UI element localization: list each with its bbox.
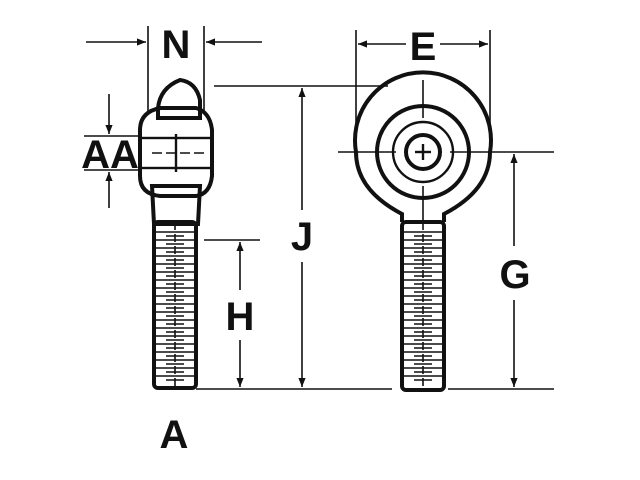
label-n: N xyxy=(162,23,191,67)
dimension-h: H xyxy=(196,239,392,390)
front-threaded-shank xyxy=(400,220,446,392)
side-housing-top xyxy=(156,77,202,120)
dimension-j: J xyxy=(214,85,388,387)
dimension-g: G xyxy=(448,154,554,390)
dimension-n: N xyxy=(86,23,262,112)
label-h: H xyxy=(226,295,255,339)
label-a: A xyxy=(160,413,189,457)
front-view xyxy=(338,70,554,392)
label-aa: AA xyxy=(81,133,139,177)
front-bore xyxy=(404,133,442,171)
side-housing-neck xyxy=(149,184,203,226)
side-ball xyxy=(138,106,214,198)
label-j: J xyxy=(291,215,313,259)
label-e: E xyxy=(410,25,437,69)
dimension-aa: AA xyxy=(81,94,140,208)
side-threaded-shank xyxy=(152,220,198,390)
front-eye-housing xyxy=(353,70,493,222)
label-g: G xyxy=(499,253,530,297)
side-view xyxy=(138,77,214,390)
dimension-e: E xyxy=(355,25,491,130)
